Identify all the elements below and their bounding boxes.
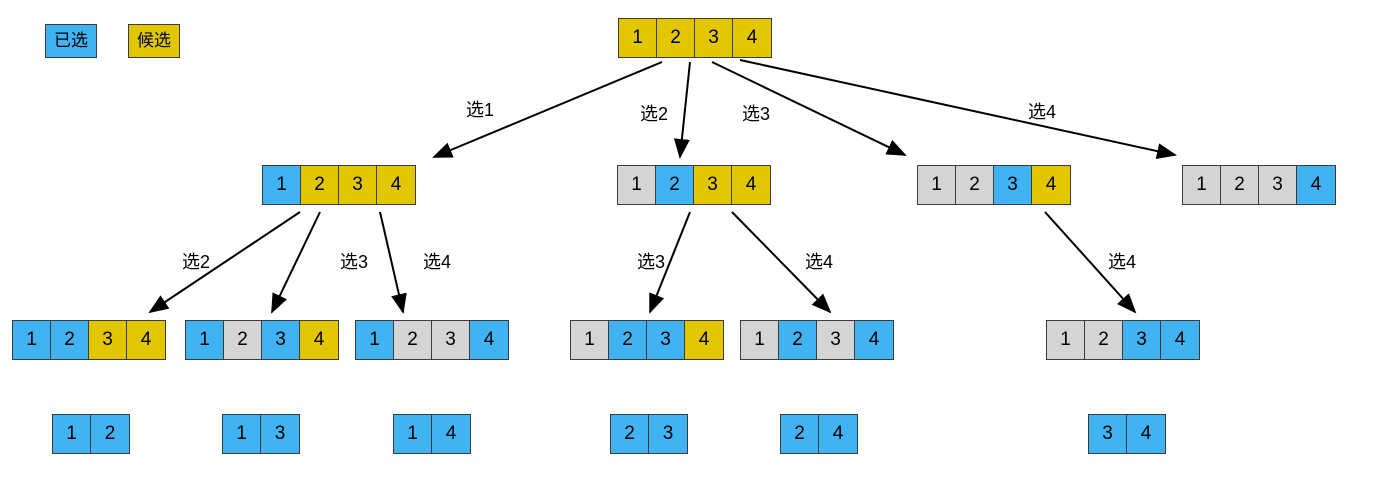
cell-selected: 4	[432, 415, 470, 453]
edge-label-e-l1n2-4: 选4	[805, 252, 834, 272]
cell-candidate: 4	[127, 321, 165, 359]
cell-candidate: 4	[685, 321, 723, 359]
edge-label-e-l1n2-3: 选3	[637, 252, 666, 272]
cell-discarded: 2	[394, 321, 432, 359]
cell-selected: 3	[994, 166, 1032, 204]
edge-label-e-root-3: 选3	[742, 104, 771, 124]
cell-selected: 3	[261, 415, 299, 453]
edge-label-e-l1n3-4: 选4	[1108, 252, 1137, 272]
cell-candidate: 1	[619, 19, 657, 57]
cell-candidate: 3	[695, 19, 733, 57]
cell-candidate: 3	[339, 166, 377, 204]
cell-selected: 4	[470, 321, 508, 359]
edge-label-e-root-4: 选4	[1028, 102, 1057, 122]
cell-selected: 4	[1127, 415, 1165, 453]
cell-selected: 4	[819, 415, 857, 453]
cell-candidate: 4	[732, 166, 770, 204]
edge-arrow-e-l1n1-3	[271, 211, 321, 314]
cell-discarded: 3	[432, 321, 470, 359]
edge-label-e-root-2: 选2	[640, 104, 669, 124]
cell-selected: 1	[13, 321, 51, 359]
cell-discarded: 1	[571, 321, 609, 359]
cell-candidate: 3	[694, 166, 732, 204]
cell-discarded: 1	[1183, 166, 1221, 204]
edge-arrow-e-l1n1-2	[148, 211, 301, 314]
cell-selected: 2	[781, 415, 819, 453]
edge-label-e-l1n1-2: 选2	[182, 252, 211, 272]
cell-discarded: 3	[1259, 166, 1297, 204]
cell-discarded: 2	[224, 321, 262, 359]
cell-selected: 2	[779, 321, 817, 359]
cell-selected: 1	[223, 415, 261, 453]
cell-discarded: 2	[1221, 166, 1259, 204]
edge-label-e-l1n1-4: 选4	[423, 252, 452, 272]
cell-selected: 4	[1297, 166, 1335, 204]
cell-candidate: 4	[300, 321, 338, 359]
cell-discarded: 3	[817, 321, 855, 359]
cell-discarded: 2	[956, 166, 994, 204]
edge-arrow-e-root-4	[739, 59, 1177, 159]
cell-discarded: 1	[1047, 321, 1085, 359]
cell-candidate: 4	[377, 166, 415, 204]
cell-selected: 4	[855, 321, 893, 359]
cell-selected: 1	[263, 166, 301, 204]
cell-candidate: 3	[89, 321, 127, 359]
cell-selected: 4	[1161, 321, 1199, 359]
edge-label-e-l1n1-3: 选3	[340, 252, 369, 272]
cell-selected: 3	[262, 321, 300, 359]
cell-selected: 3	[647, 321, 685, 359]
cell-discarded: 1	[618, 166, 656, 204]
cell-discarded: 2	[1085, 321, 1123, 359]
cell-selected: 2	[51, 321, 89, 359]
cell-selected: 3	[1089, 415, 1127, 453]
cell-selected: 2	[656, 166, 694, 204]
edge-label-e-root-1: 选1	[466, 100, 495, 120]
cell-selected: 3	[1123, 321, 1161, 359]
legend-item-label: 候选	[137, 31, 171, 50]
edge-arrow-e-l1n1-4	[379, 211, 407, 314]
cell-discarded: 1	[918, 166, 956, 204]
cell-selected: 2	[609, 321, 647, 359]
cell-candidate: 2	[301, 166, 339, 204]
legend-item-selected: 已选	[45, 24, 97, 58]
cell-selected: 3	[649, 415, 687, 453]
legend-item-candidate: 候选	[128, 24, 180, 58]
cell-candidate: 4	[1032, 166, 1070, 204]
cell-discarded: 1	[741, 321, 779, 359]
cell-selected: 2	[611, 415, 649, 453]
cell-selected: 1	[394, 415, 432, 453]
cell-selected: 1	[186, 321, 224, 359]
legend-item-label: 已选	[54, 31, 88, 50]
cell-candidate: 4	[733, 19, 771, 57]
edge-arrow-e-root-2	[673, 61, 691, 159]
cell-selected: 2	[91, 415, 129, 453]
edge-arrow-e-root-3	[711, 61, 907, 156]
cell-selected: 1	[53, 415, 91, 453]
cell-selected: 1	[356, 321, 394, 359]
cell-candidate: 2	[657, 19, 695, 57]
